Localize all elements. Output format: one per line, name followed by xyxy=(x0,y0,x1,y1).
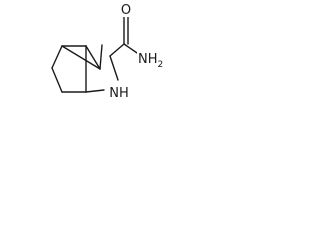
amide-nh-text: NH xyxy=(138,52,158,67)
ring-bonds xyxy=(51,44,119,93)
bond-c3-c4 xyxy=(51,67,63,93)
bond-c7-n xyxy=(109,55,119,81)
amide-subscript: 2 xyxy=(158,60,164,70)
ring-nh-label: NH xyxy=(109,86,129,101)
bond-c6-c7 xyxy=(99,44,103,70)
atom-label-ring-nitrogen: NH xyxy=(106,84,132,101)
atom-label-amide-nitrogen: NH2 xyxy=(137,50,166,70)
bond-c5-n xyxy=(85,89,105,93)
bond-c7-carbonyl xyxy=(109,43,125,57)
bond-c1-c6 xyxy=(85,45,101,70)
bond-c2-c6 xyxy=(61,45,101,70)
amide-bonds xyxy=(109,15,141,57)
chemical-structure-diagram: O NH NH2 xyxy=(51,2,166,101)
oxygen-label: O xyxy=(121,3,131,18)
amide-nh2-label: NH2 xyxy=(138,52,163,70)
bond-c2-c3 xyxy=(51,45,63,69)
atom-label-oxygen: O xyxy=(119,2,133,18)
